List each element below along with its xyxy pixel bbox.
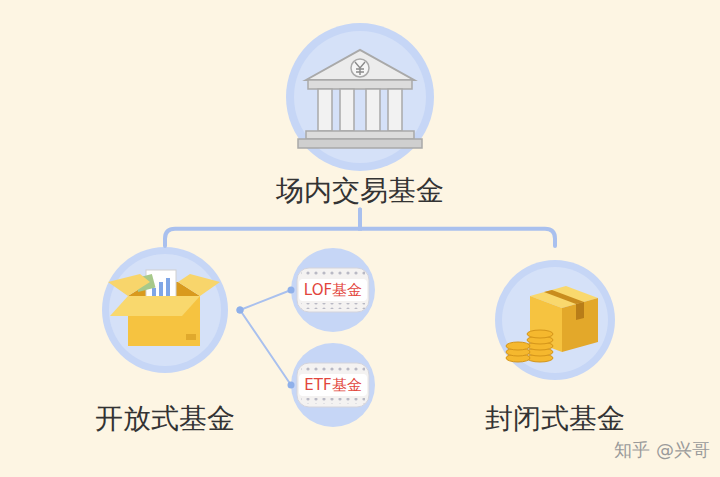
closed-box-icon xyxy=(495,260,615,380)
node-heading: 封闭式基金 xyxy=(485,402,625,436)
open-fund-node: 开放式基金 xyxy=(90,246,240,436)
connector-line xyxy=(240,310,291,385)
watermark: 知乎 @兴哥 xyxy=(614,438,710,462)
node-heading: 场内交易基金 xyxy=(276,174,444,208)
lof-pill-icon xyxy=(291,248,375,332)
edge-dot xyxy=(237,307,244,314)
lof-node: LOF基金 xyxy=(291,248,375,332)
edge-dot xyxy=(288,382,295,389)
pill-label: ETF基金 xyxy=(304,376,361,394)
etf-pill-icon xyxy=(291,343,375,427)
edge-dot xyxy=(288,287,295,294)
bracket-line xyxy=(360,210,555,246)
connector-line xyxy=(240,290,291,310)
open-box-icon xyxy=(102,247,228,373)
bank-node: 场内交易基金 xyxy=(270,22,450,208)
pill-label: LOF基金 xyxy=(304,281,362,299)
etf-node: ETF基金 xyxy=(291,343,375,427)
bank-icon xyxy=(286,23,434,171)
closed-fund-node: 封闭式基金 xyxy=(480,246,630,436)
node-heading: 开放式基金 xyxy=(95,402,235,436)
edge-dot xyxy=(237,307,244,314)
bracket-line xyxy=(165,210,360,246)
